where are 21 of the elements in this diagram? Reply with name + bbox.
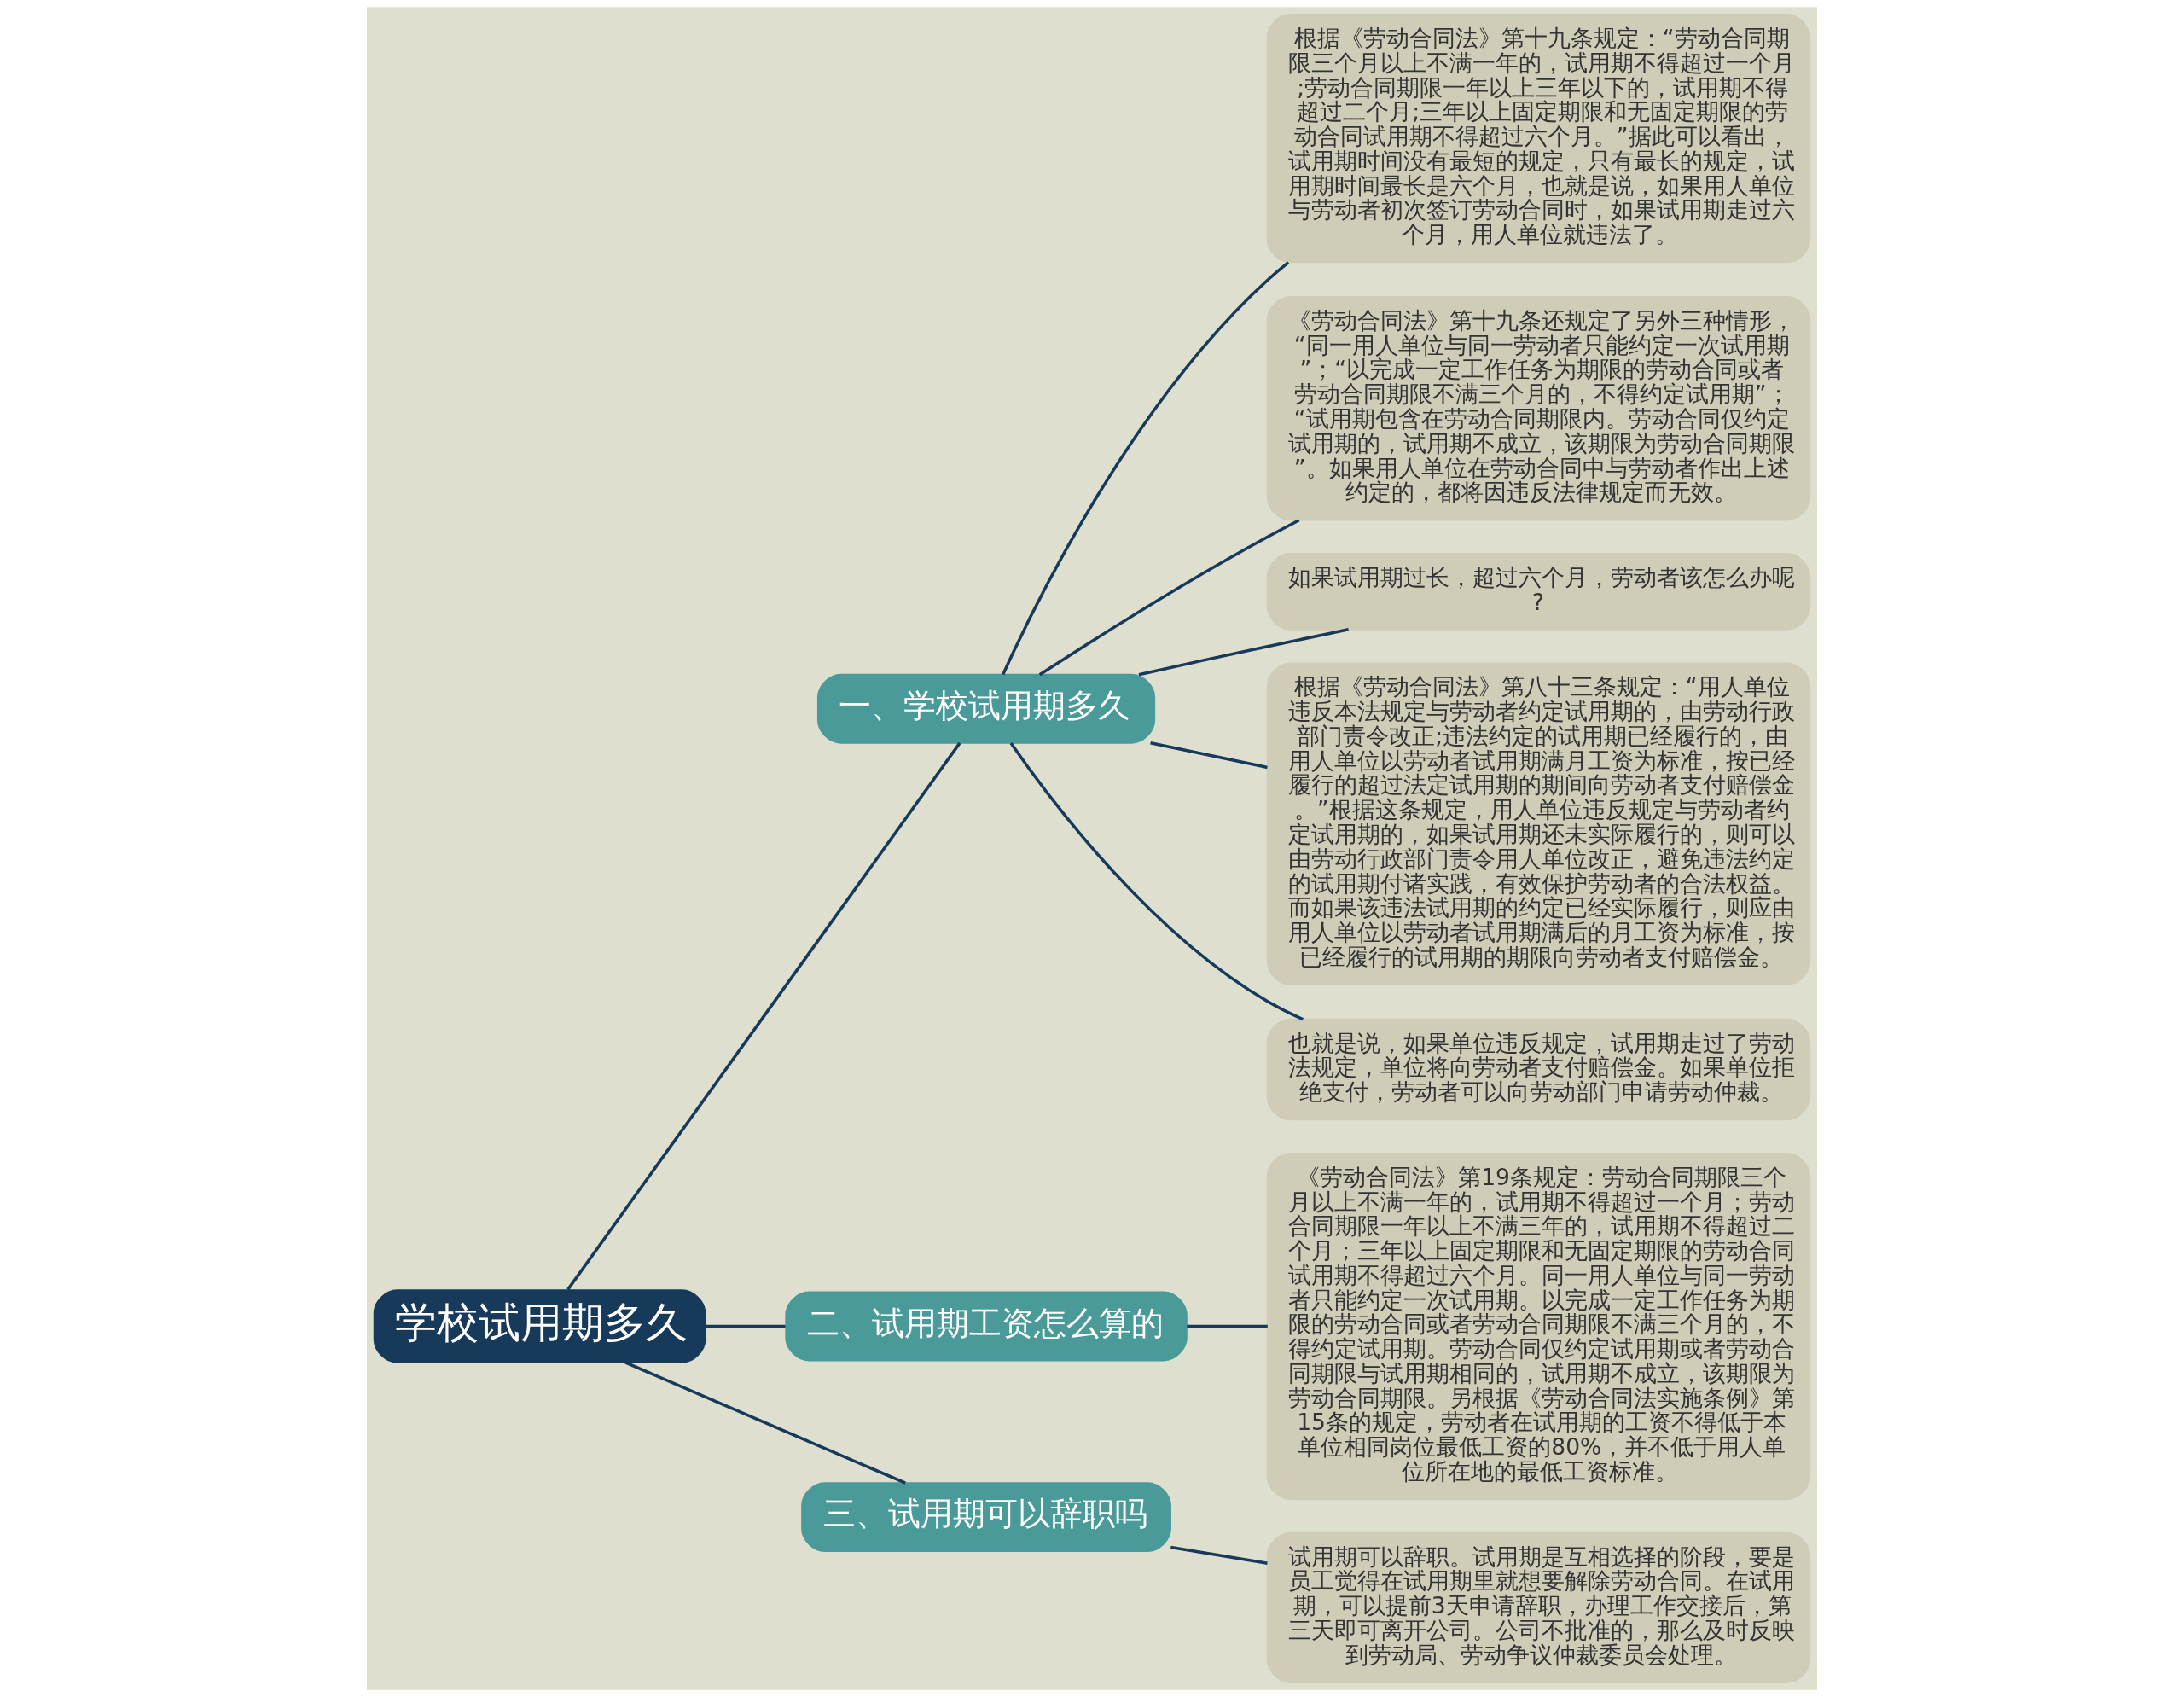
node-box: 二、试用期工资怎么算的 [785, 1291, 1188, 1362]
node-box: 学校试用期多久 [373, 1289, 706, 1363]
connector [1038, 519, 1300, 677]
node-box: 试用期可以辞职。试用期是互相选择的阶段，要是员工觉得在试用期里就想要解除劳动合同。在试用期，可以提前3天申请辞职，办理工作交接后，第三天即可离开公司。公司不批准的，那么及时反映到劳动局、劳动争议仲裁委员会处理。 [1266, 1531, 1811, 1683]
node-box: 三、试用期可以辞职吗 [801, 1482, 1171, 1553]
connector [1170, 1545, 1268, 1565]
node-box: 也就是说，如果单位违反规定，试用期走过了劳动法规定，单位将向劳动者支付赔偿金。如果单位拒绝支付，劳动者可以向劳动部门申请劳动仲裁。 [1266, 1018, 1811, 1121]
node-box: 《劳动合同法》第十九条还规定了另外三种情形，“同一用人单位与同一劳动者只能约定一次试用期”；“以完成一定工作任务为期限的劳动合同或者劳动合同期限不满三个月的，不得约定试用期”；“试用期包含在劳动合同期限内。劳动合同仅约定试用期的，试用期不成立，该期限为劳动合同期限”。如果用人单位在劳动合同中与劳动者作出上述约定的，都将因违反法律规定而无效。 [1266, 296, 1811, 521]
connector [1150, 741, 1268, 770]
node-box: 一、学校试用期多久 [816, 673, 1156, 744]
node-box: 如果试用期过长，超过六个月，劳动者该怎么办呢? [1266, 553, 1811, 631]
connector [566, 741, 961, 1291]
connector [1138, 628, 1349, 677]
connector [1002, 261, 1290, 676]
connector [705, 1324, 786, 1328]
node-box: 根据《劳动合同法》第八十三条规定：“用人单位违反本法规定与劳动者约定试用期的，由劳动行政部门责令改正;违法约定的试用期已经履行的，由用人单位以劳动者试用期满月工资为标准，按已经履行的超过法定试用期的期间向劳动者支付赔偿金。”根据这条规定，用人单位违反规定与劳动者约定试用期的，如果试用期还未实际履行的，则可以由劳动行政部门责令用人单位改正，避免违法约定的试用期付诸实践，有效保护劳动者的合法权益。而如果该违法试用期的约定已经实际履行，则应由用人单位以劳动者试用期满后的月工资为标准，按已经履行的试用期的期限向劳动者支付赔偿金。 [1266, 662, 1811, 985]
node-box: 根据《劳动合同法》第十九条规定：“劳动合同期限三个月以上不满一年的，试用期不得超过一个月;劳动合同期限一年以上三年以下的，试用期不得超过二个月;三年以上固定期限和无固定期限的劳动合同试用期不得超过六个月。”据此可以看出，试用期时间没有最短的规定，只有最长的规定，试用期时间最长是六个月，也就是说，如果用人单位与劳动者初次签订劳动合同时，如果试用期走过六个月，用人单位就违法了。 [1266, 14, 1811, 264]
node-box: 《劳动合同法》第19条规定：劳动合同期限三个月以上不满一年的，试用期不得超过一个月；劳动合同期限一年以上不满三年的，试用期不得超过二个月；三年以上固定期限和无固定期限的劳动合同试用期不得超过六个月。同一用人单位与同一劳动者只能约定一次试用期。以完成一定工作任务为期限的劳动合同或者劳动合同期限不满三个月的，不得约定试用期。劳动合同仅约定试用期或者劳动合同期限与试用期相同的，试用期不成立，该期限为劳动合同期限。另根据《劳动合同法实施条例》第15条的规定，劳动者在试用期的工资不得低于本单位相同岗位最低工资的80%，并不低于用人单位所在地的最低工资标准。 [1266, 1152, 1811, 1501]
connector [624, 1361, 906, 1485]
connector [1009, 742, 1304, 1021]
connector [1187, 1324, 1268, 1328]
